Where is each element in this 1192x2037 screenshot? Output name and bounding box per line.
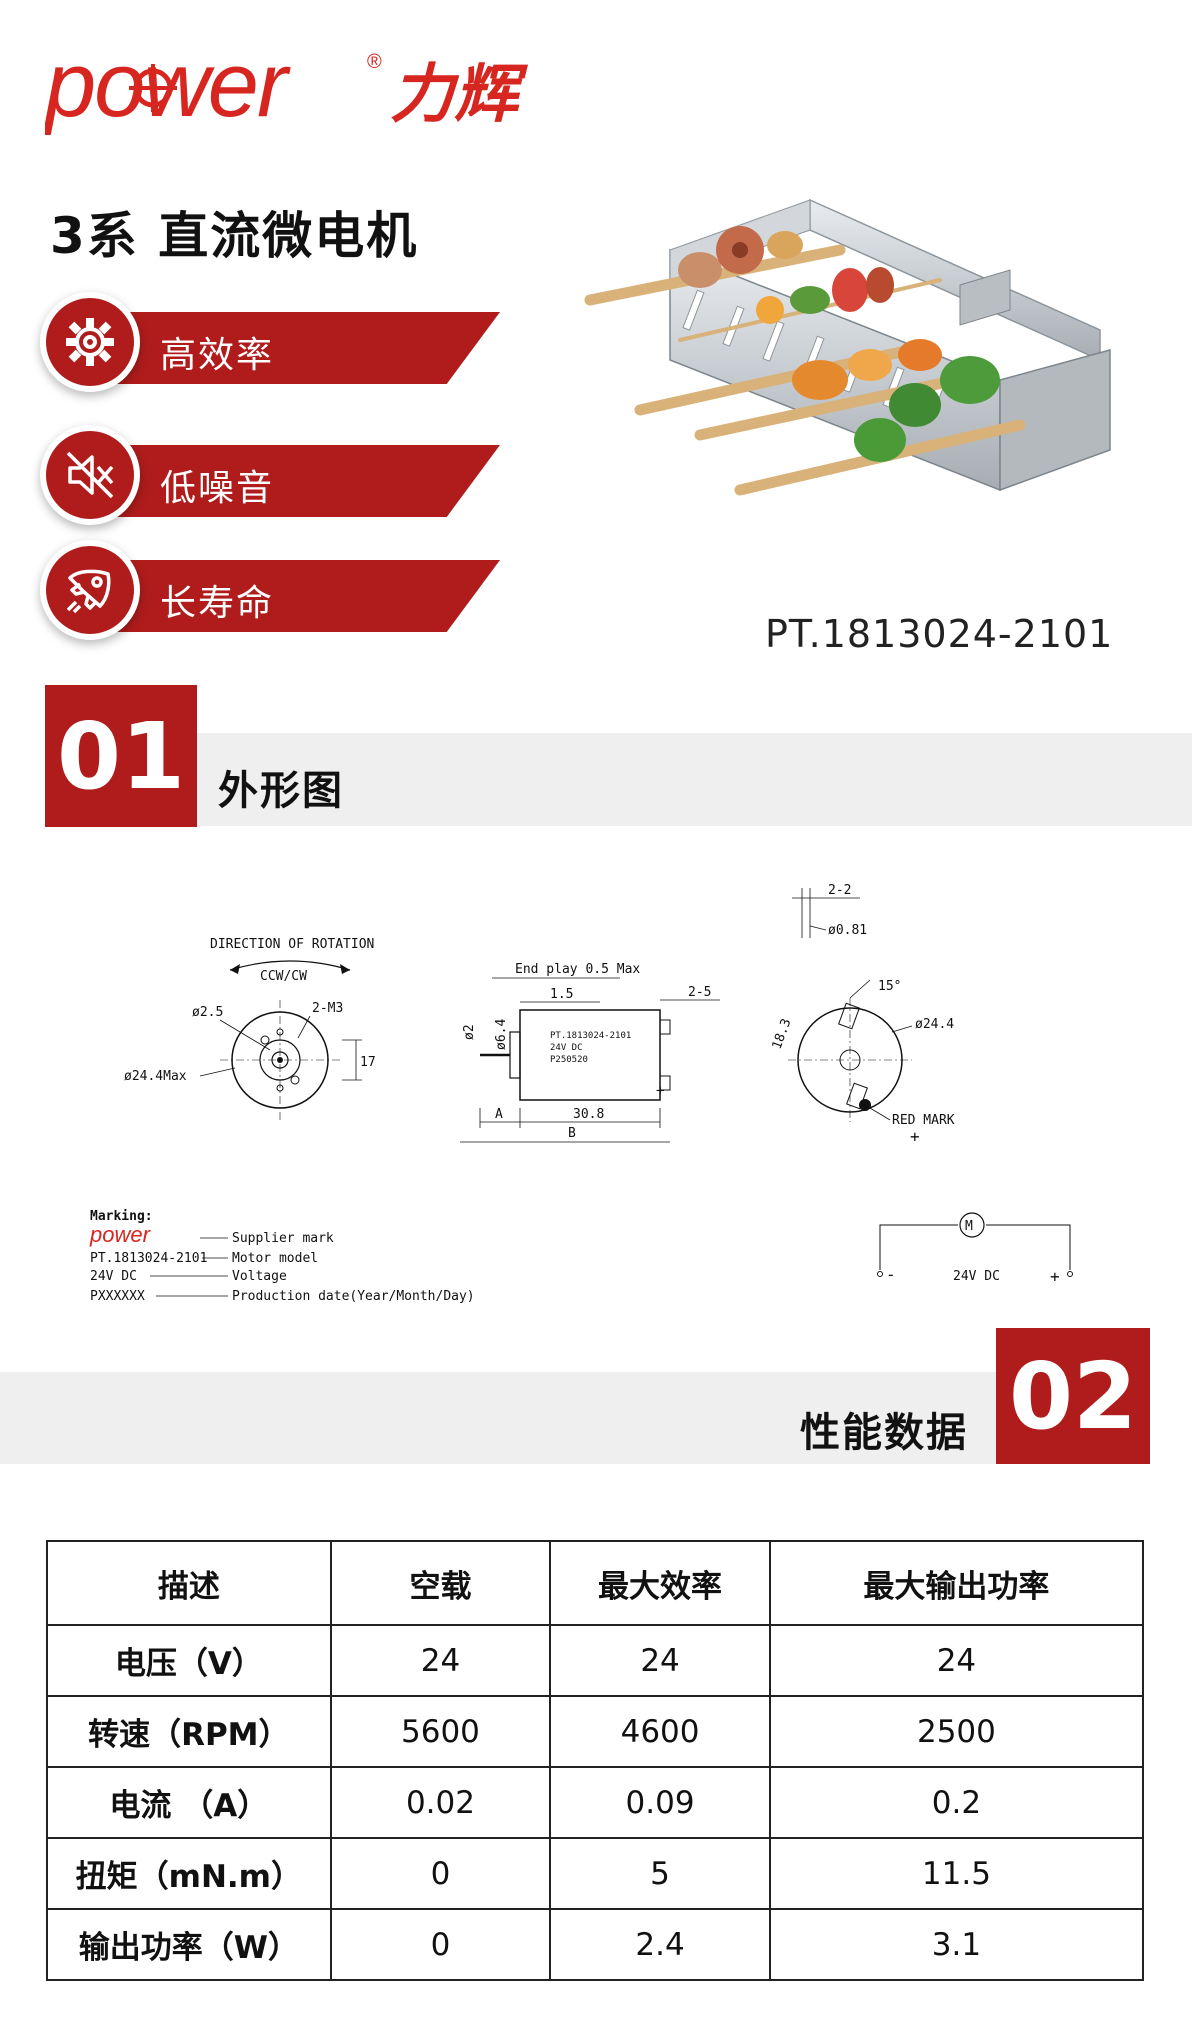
table-cell: 0 (329, 1837, 552, 1910)
feature-label: 长寿命 (160, 583, 275, 624)
marking-value-date: PXXXXXX (90, 1289, 145, 1304)
dim-terminal-width: 2-2 (828, 883, 851, 898)
feature-long-life: 长寿命 (40, 540, 500, 640)
table-header-row: 描述 空载 最大效率 最大输出功率 (46, 1540, 1145, 1626)
marking-desc-supplier: Supplier mark (232, 1231, 334, 1246)
table-cell: 0.02 (329, 1766, 552, 1839)
table-cell: 0.09 (549, 1766, 771, 1839)
marking-heading: Marking: (90, 1209, 153, 1224)
dim-shaft: ø2 (462, 1024, 477, 1040)
circuit-minus: - (886, 1265, 896, 1284)
table-row-label: 转速（RPM） (46, 1695, 332, 1768)
table-header-cell: 最大效率 (549, 1540, 771, 1626)
table-cell: 2500 (768, 1695, 1145, 1768)
dim-angle: 15° (878, 979, 901, 994)
table-row: 转速（RPM） 5600 4600 2500 (46, 1695, 1145, 1768)
logo-registered-mark: ® (367, 51, 382, 73)
section-02-title: 性能数据 (800, 1410, 968, 1456)
table-row: 电压（V） 24 24 24 (46, 1624, 1145, 1697)
motor-symbol: M (965, 1219, 973, 1234)
section-01-title: 外形图 (218, 768, 344, 814)
motor-label-line2: 24V DC (550, 1043, 583, 1053)
table-row-label: 扭矩（mN.m） (46, 1837, 332, 1910)
table-cell: 5600 (329, 1695, 552, 1768)
dim-b: B (568, 1126, 576, 1141)
section-01-bar (195, 733, 1192, 826)
table-cell: 24 (329, 1624, 552, 1697)
table-cell: 24 (768, 1624, 1145, 1697)
brand-logo: power ® 力辉 (45, 38, 529, 136)
motor-label-line3: P250520 (550, 1055, 588, 1065)
front-view: DIRECTION OF ROTATION CCW/CW ø2.5 2-M3 ø… (124, 937, 376, 1120)
table-cell: 11.5 (768, 1837, 1145, 1910)
table-row: 扭矩（mN.m） 0 5 11.5 (46, 1837, 1145, 1910)
performance-table: 描述 空载 最大效率 最大输出功率 电压（V） 24 24 24 转速（RPM）… (46, 1540, 1145, 1981)
marking-value-model: PT.1813024-2101 (90, 1251, 207, 1266)
table-cell: 3.1 (768, 1908, 1145, 1981)
model-caption: PT.1813024-2101 (765, 612, 1114, 656)
table-header-cell: 描述 (46, 1540, 332, 1626)
rotation-value: CCW/CW (260, 969, 307, 984)
gear-icon (66, 318, 114, 366)
table-header-cell: 空载 (329, 1540, 552, 1626)
feature-high-efficiency: 高效率 (40, 292, 500, 392)
product-title: 3系 直流微电机 (50, 207, 419, 265)
marking-desc-voltage: Voltage (232, 1269, 287, 1284)
marking-logo: power (89, 1222, 152, 1247)
side-view: End play 0.5 Max PT.1813024-2101 24V DC … (460, 962, 720, 1143)
red-mark-label: RED MARK (892, 1113, 955, 1128)
table-row-label: 输出功率（W） (46, 1908, 332, 1981)
section-02-bar (0, 1372, 998, 1464)
table-cell: 0.2 (768, 1766, 1145, 1839)
dim-a: A (495, 1107, 503, 1122)
marking-legend: Marking: power Supplier mark PT.1813024-… (89, 1209, 475, 1304)
motor-label-line1: PT.1813024-2101 (550, 1031, 631, 1041)
feature-low-noise: 低噪音 (40, 425, 500, 525)
muted-speaker-icon (66, 451, 114, 499)
svg-text:+: + (656, 1083, 664, 1099)
logo-chinese-name: 力辉 (390, 58, 529, 132)
feature-label: 低噪音 (160, 468, 275, 509)
dim-terminal-hole: ø0.81 (828, 923, 867, 938)
table-cell: 5 (549, 1837, 771, 1910)
table-cell: 0 (329, 1908, 552, 1981)
rear-view: 2-2 ø0.81 15° ø24.4 18.3 RED MARK + (770, 883, 955, 1146)
table-row-label: 电流 （A） (46, 1766, 332, 1839)
dim-height: 17 (360, 1055, 376, 1070)
circuit-diagram: M - 24V DC + (877, 1212, 1073, 1286)
circuit-plus: + (1050, 1267, 1060, 1286)
dim-body-diameter: ø24.4Max (124, 1069, 187, 1084)
marking-desc-model: Motor model (232, 1251, 318, 1266)
section-01-number: 01 (45, 685, 197, 827)
rotation-label: DIRECTION OF ROTATION (210, 937, 374, 952)
dim-shaft-diameter: ø2.5 (192, 1005, 223, 1020)
dim-offset: 18.3 (770, 1017, 795, 1052)
marking-desc-date: Production date(Year/Month/Day) (232, 1289, 475, 1304)
rocket-icon (66, 569, 111, 614)
dim-small: 1.5 (550, 987, 573, 1002)
dim-mount-holes: 2-M3 (312, 1001, 343, 1016)
end-play-label: End play 0.5 Max (515, 962, 640, 977)
section-02-number: 02 (996, 1328, 1150, 1464)
circuit-voltage: 24V DC (953, 1269, 1000, 1284)
table-cell: 4600 (549, 1695, 771, 1768)
feature-label: 高效率 (160, 335, 275, 376)
red-mark-plus: + (910, 1127, 920, 1146)
table-row: 电流 （A） 0.02 0.09 0.2 (46, 1766, 1145, 1839)
table-row-label: 电压（V） (46, 1624, 332, 1697)
table-cell: 24 (549, 1624, 771, 1697)
marking-value-voltage: 24V DC (90, 1269, 137, 1284)
table-cell: 2.4 (549, 1908, 771, 1981)
table-header-cell: 最大输出功率 (768, 1540, 1145, 1626)
dim-terminal: 2-5 (688, 985, 711, 1000)
dim-body-diameter-rear: ø24.4 (915, 1017, 954, 1032)
dim-length: 30.8 (573, 1107, 604, 1122)
product-photo-rotisserie (584, 198, 1111, 496)
outline-drawing: DIRECTION OF ROTATION CCW/CW ø2.5 2-M3 ø… (89, 883, 1073, 1304)
table-row: 输出功率（W） 0 2.4 3.1 (46, 1908, 1145, 1981)
dim-boss: ø6.4 (494, 1019, 509, 1050)
